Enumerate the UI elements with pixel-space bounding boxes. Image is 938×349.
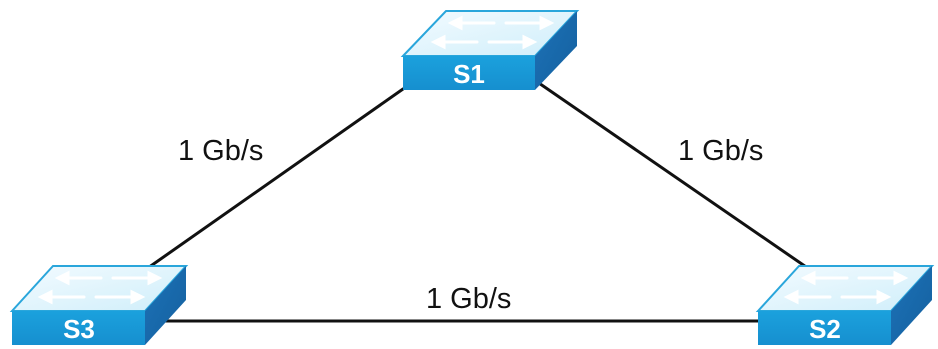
switch-s3-label: S3 xyxy=(63,314,95,344)
link-speed-label-s1-s3: 1 Gb/s xyxy=(178,135,263,167)
switch-s3[interactable]: S3 xyxy=(9,265,189,345)
link-s1-s3 xyxy=(143,87,405,272)
switch-s2[interactable]: S2 xyxy=(755,265,935,345)
switch-s2-label: S2 xyxy=(809,314,841,344)
speed-labels-group: 1 Gb/s 1 Gb/s 1 Gb/s xyxy=(178,135,763,315)
link-speed-label-s1-s2: 1 Gb/s xyxy=(678,135,763,167)
switch-s1[interactable]: S1 xyxy=(400,10,580,90)
link-s1-s2 xyxy=(531,77,814,273)
network-switch-icon xyxy=(400,10,580,90)
links-group xyxy=(143,77,814,323)
network-switch-icon xyxy=(9,265,189,345)
network-switch-icon xyxy=(755,265,935,345)
link-speed-label-s3-s2: 1 Gb/s xyxy=(426,283,511,315)
switch-s1-label: S1 xyxy=(453,59,485,89)
